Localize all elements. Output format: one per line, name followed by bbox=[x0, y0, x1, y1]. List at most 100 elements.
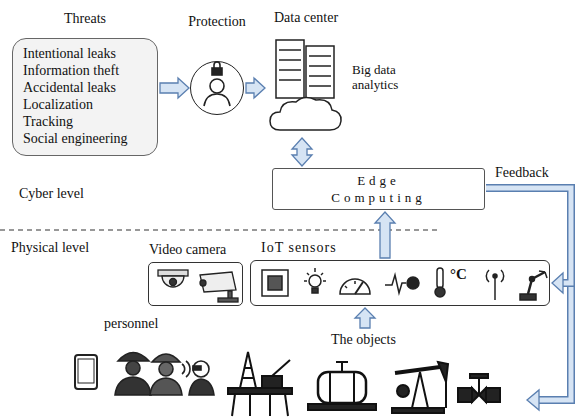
block-arrow bbox=[160, 78, 189, 98]
sensor-icons-part bbox=[530, 277, 535, 282]
feedback-arrow bbox=[486, 188, 571, 293]
node-label: Big data analytics bbox=[352, 62, 414, 92]
threat-item: Social engineering bbox=[23, 130, 147, 147]
text-label: The objects bbox=[330, 332, 397, 348]
feedback-band bbox=[486, 188, 571, 283]
feedback-branch-part bbox=[538, 280, 571, 400]
sensor-icons-part bbox=[354, 281, 356, 284]
object-icons-part bbox=[458, 388, 472, 402]
text-label: Physical level bbox=[10, 240, 90, 256]
edge-computing-box: Edge Computing bbox=[272, 168, 485, 210]
camera-icons-part bbox=[218, 298, 238, 302]
block-arrow bbox=[375, 212, 395, 258]
personnel-icons-part bbox=[193, 361, 209, 377]
personnel-icons-part bbox=[193, 366, 201, 370]
node-label: Video camera bbox=[149, 242, 226, 258]
personnel-icons-part bbox=[189, 379, 214, 395]
sensor-icons-part bbox=[345, 286, 347, 288]
sensor-icons-part bbox=[340, 279, 370, 294]
protection-icon-part bbox=[210, 79, 224, 93]
server-icon-part bbox=[309, 65, 331, 67]
server-icon-part bbox=[276, 40, 304, 98]
protection-icon-part bbox=[204, 94, 230, 106]
personnel-icons-part bbox=[182, 361, 190, 377]
object-icons-part bbox=[249, 394, 251, 416]
server-icon-part bbox=[270, 97, 341, 130]
feedback-branch-part bbox=[527, 390, 539, 410]
object-icons-part bbox=[285, 394, 288, 416]
sensor-icons-part bbox=[385, 275, 406, 293]
node-label: Protection bbox=[188, 14, 246, 30]
protection-icon bbox=[204, 62, 230, 106]
threats-box: ThreatsIntentional leaksInformation thef… bbox=[12, 38, 158, 156]
objects-arrow bbox=[355, 308, 375, 328]
video-camera-box: Video camera bbox=[148, 262, 243, 306]
sensor-icons-part bbox=[539, 271, 547, 278]
object-icons-part bbox=[262, 376, 282, 388]
feedback-branch-part bbox=[538, 280, 571, 400]
arrow-head bbox=[552, 273, 563, 293]
sensor-icons-part bbox=[314, 268, 316, 272]
server-icon-part bbox=[306, 46, 334, 98]
object-icons-part bbox=[329, 372, 331, 403]
sensor-icons-part bbox=[501, 270, 504, 282]
object-icons-part bbox=[445, 382, 447, 408]
block-arrow bbox=[246, 78, 265, 98]
edge-label: Feedback bbox=[494, 165, 550, 181]
protection-icon-part bbox=[212, 68, 222, 75]
threat-item: Intentional leaks bbox=[23, 45, 147, 62]
camera-icons-part bbox=[158, 270, 188, 276]
protection-circle: Protection bbox=[190, 61, 244, 115]
iot-sensors-box: IoT sensors bbox=[250, 260, 550, 306]
object-icons-part bbox=[240, 352, 256, 388]
threat-item: Information theft bbox=[23, 62, 147, 79]
node-label: Data center bbox=[266, 10, 346, 26]
personnel-icons-part bbox=[150, 378, 182, 395]
sensor-icons-part bbox=[268, 276, 282, 290]
block-arrow bbox=[292, 138, 312, 166]
camera-icons bbox=[158, 270, 238, 302]
sensor-icons-part bbox=[486, 270, 489, 282]
sensor-icons-part bbox=[262, 270, 288, 296]
server-icon-part bbox=[279, 79, 301, 81]
object-icons-part bbox=[353, 372, 355, 403]
sensor-icons-part bbox=[407, 277, 419, 289]
object-icons-part bbox=[478, 378, 480, 395]
object-icons-part bbox=[392, 408, 444, 413]
sensor-icons-part bbox=[304, 280, 307, 282]
text-label: personnel bbox=[103, 316, 159, 332]
server-icon-part bbox=[309, 75, 331, 77]
object-icons bbox=[228, 352, 500, 416]
node-label: IoT sensors bbox=[261, 240, 337, 256]
object-icons-part bbox=[470, 374, 488, 378]
object-icons-part bbox=[308, 404, 376, 410]
sensor-icons-part bbox=[321, 273, 323, 275]
camera-icons-part bbox=[170, 279, 177, 286]
personnel-icons-part bbox=[78, 359, 94, 383]
object-icons-part bbox=[412, 372, 428, 408]
feedback-band bbox=[486, 188, 571, 283]
sensor-icons-part bbox=[307, 273, 309, 275]
personnel-icons-part bbox=[118, 353, 149, 362]
sensor-icons-part bbox=[528, 272, 545, 294]
object-icons-part bbox=[272, 360, 290, 376]
block-arrow bbox=[160, 78, 189, 98]
sensor-icons-part bbox=[355, 282, 363, 294]
personnel-icons-part bbox=[115, 377, 151, 395]
object-icons-part bbox=[486, 388, 500, 402]
server-icon-part bbox=[309, 85, 331, 87]
block-arrow bbox=[292, 138, 312, 166]
threat-item: Tracking bbox=[23, 113, 147, 130]
server-icon-part bbox=[279, 59, 301, 61]
protection-icon-part bbox=[214, 62, 220, 68]
personnel-icons-part bbox=[75, 355, 97, 389]
object-icons-part bbox=[269, 394, 271, 416]
object-icons-part bbox=[318, 372, 366, 403]
personnel-icons bbox=[75, 353, 214, 396]
threat-item: Localization bbox=[23, 96, 147, 113]
server-icon-part bbox=[309, 55, 331, 57]
block-arrow bbox=[375, 212, 395, 258]
object-icons-part bbox=[336, 361, 348, 363]
object-icons-part bbox=[341, 362, 343, 372]
